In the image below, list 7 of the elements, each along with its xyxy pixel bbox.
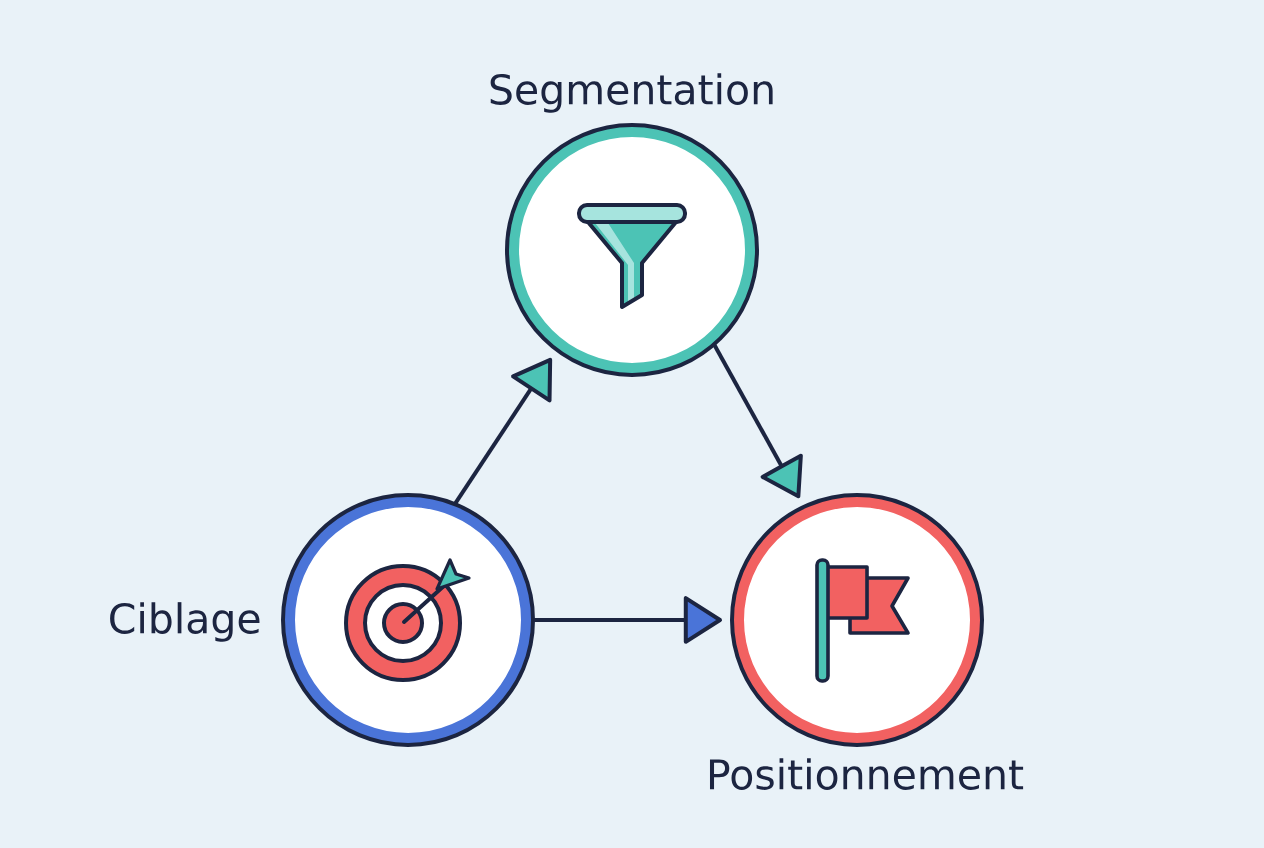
node-label: Positionnement bbox=[710, 758, 1024, 790]
circle-node bbox=[505, 123, 759, 377]
arrow bbox=[453, 357, 553, 506]
node-label: Ciblage bbox=[110, 602, 260, 642]
arrow bbox=[533, 596, 722, 644]
arrow bbox=[712, 343, 803, 499]
node-label: Segmentation bbox=[490, 73, 773, 113]
